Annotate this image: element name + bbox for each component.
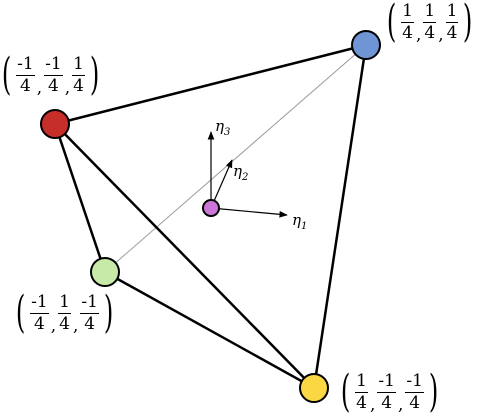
- denominator: 4: [409, 392, 421, 413]
- numerator: -1: [30, 291, 49, 314]
- denominator: 4: [424, 22, 436, 43]
- numerator: -1: [80, 291, 99, 314]
- numerator: 1: [445, 0, 459, 23]
- denominator: 4: [20, 75, 31, 96]
- numerator: 1: [58, 291, 71, 314]
- open-paren: (: [1, 49, 12, 100]
- close-paren: ): [89, 49, 100, 100]
- axis-eta1: [210, 207, 288, 218]
- vertex-yellow: [299, 373, 329, 403]
- edge-blue-yellow: [312, 43, 368, 390]
- comma: ,: [397, 395, 404, 415]
- edge-green-yellow: [103, 270, 316, 390]
- denominator: 4: [73, 75, 84, 96]
- denominator: 4: [381, 392, 393, 413]
- comma: ,: [50, 316, 57, 336]
- center-point: [202, 199, 220, 217]
- numerator: -1: [377, 370, 396, 393]
- close-paren: ): [103, 287, 114, 338]
- numerator: -1: [405, 370, 424, 393]
- comma: ,: [36, 78, 43, 98]
- vertex-green: [90, 257, 120, 287]
- edge-red-blue: [53, 43, 368, 126]
- comma: ,: [416, 25, 422, 45]
- edge-green-blue: [104, 44, 367, 273]
- comma: ,: [370, 395, 376, 415]
- denominator: 4: [84, 313, 96, 334]
- axis-eta2-label: η2: [233, 162, 248, 183]
- denominator: 4: [356, 392, 367, 413]
- edge-red-green: [53, 122, 107, 274]
- axis-eta3-symbol: η: [215, 117, 224, 135]
- numerator: -1: [16, 53, 35, 76]
- comma: ,: [64, 78, 71, 98]
- close-paren: ): [428, 366, 439, 417]
- numerator: 1: [401, 0, 414, 23]
- axis-eta1-symbol: η: [292, 211, 301, 229]
- axis-eta3-subscript: 3: [224, 127, 230, 138]
- vertex-blue: [351, 30, 381, 60]
- numerator: -1: [44, 53, 63, 76]
- numerator: 1: [423, 0, 437, 23]
- vertex-red: [40, 109, 70, 139]
- denominator: 4: [48, 75, 59, 96]
- axis-eta3-label: η3: [215, 117, 230, 138]
- axis-eta2-subscript: 2: [241, 172, 248, 183]
- denominator: 4: [34, 313, 45, 334]
- edge-red-yellow: [53, 122, 316, 390]
- axis-eta1-label: η1: [292, 211, 307, 232]
- close-paren: ): [463, 0, 473, 47]
- numerator: 1: [355, 370, 368, 393]
- denominator: 4: [59, 313, 70, 334]
- axis-eta2-symbol: η: [233, 162, 242, 180]
- comma: ,: [72, 316, 79, 336]
- numerator: 1: [72, 53, 85, 76]
- open-paren: (: [386, 0, 397, 47]
- axis-eta1-subscript: 1: [301, 221, 307, 232]
- denominator: 4: [402, 22, 413, 43]
- open-paren: (: [340, 366, 351, 417]
- denominator: 4: [446, 22, 458, 43]
- open-paren: (: [15, 287, 26, 338]
- comma: ,: [438, 25, 444, 45]
